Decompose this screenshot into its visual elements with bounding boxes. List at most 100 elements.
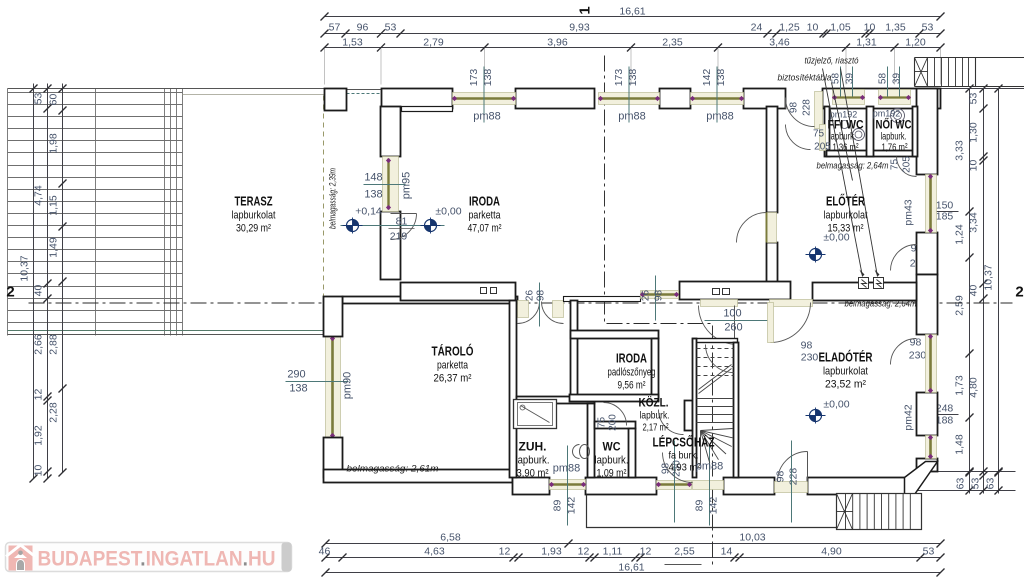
svg-text:188: 188 — [936, 415, 954, 427]
svg-text:IRODA: IRODA — [616, 352, 647, 366]
svg-text:205: 205 — [902, 156, 913, 173]
svg-text:185: 185 — [936, 211, 954, 223]
svg-text:98: 98 — [661, 463, 672, 475]
svg-text:3,90 m²: 3,90 m² — [517, 468, 549, 480]
svg-text:200: 200 — [608, 414, 619, 431]
svg-text:±0,00: ±0,00 — [435, 206, 461, 218]
svg-text:1,30: 1,30 — [968, 122, 980, 143]
svg-text:15,33 m²: 15,33 m² — [828, 223, 864, 235]
svg-text:2: 2 — [1015, 284, 1023, 301]
svg-text:KÖZL.: KÖZL. — [639, 397, 669, 410]
svg-text:2: 2 — [6, 284, 14, 301]
svg-text:belmagasság: 2,64m: belmagasság: 2,64m — [817, 161, 889, 172]
svg-text:14: 14 — [721, 546, 733, 558]
svg-text:pm192: pm192 — [830, 110, 858, 120]
svg-text:12: 12 — [578, 546, 590, 558]
svg-text:228: 228 — [788, 468, 800, 486]
svg-text:2,55: 2,55 — [674, 546, 695, 558]
svg-text:BUDAPEST.INGATLAN.HU: BUDAPEST.INGATLAN.HU — [38, 548, 276, 571]
svg-text:12: 12 — [499, 546, 511, 558]
svg-text:26,37 m²: 26,37 m² — [434, 373, 472, 385]
svg-text:39: 39 — [892, 73, 903, 85]
svg-text:30,29 m²: 30,29 m² — [236, 223, 271, 235]
svg-text:98: 98 — [801, 340, 813, 352]
svg-text:1,25: 1,25 — [779, 22, 800, 34]
svg-text:12: 12 — [640, 546, 652, 558]
svg-text:2,66: 2,66 — [33, 334, 45, 355]
svg-text:58: 58 — [831, 73, 842, 85]
svg-text:lapburk.: lapburk. — [640, 410, 670, 422]
svg-text:290: 290 — [287, 369, 305, 381]
svg-text:230: 230 — [909, 350, 927, 362]
svg-text:pm88: pm88 — [706, 111, 734, 123]
svg-text:3,33: 3,33 — [954, 140, 966, 161]
svg-text:6,58: 6,58 — [440, 532, 461, 544]
svg-text:138: 138 — [715, 69, 727, 87]
svg-text:10: 10 — [807, 22, 819, 34]
svg-text:TÁROLÓ: TÁROLÓ — [432, 344, 474, 359]
svg-text:81: 81 — [396, 216, 408, 228]
svg-text:1,93: 1,93 — [541, 546, 562, 558]
svg-text:205: 205 — [814, 142, 831, 153]
svg-text:belmagasság: 2,61m: belmagasság: 2,61m — [347, 464, 439, 475]
svg-text:142: 142 — [708, 497, 720, 515]
svg-text:4,63: 4,63 — [424, 546, 445, 558]
svg-text:9,93: 9,93 — [569, 22, 590, 34]
svg-text:tűzjelző, riasztó: tűzjelző, riasztó — [805, 56, 860, 67]
svg-text:fa burk.: fa burk. — [669, 450, 699, 462]
svg-text:2,88: 2,88 — [48, 334, 60, 355]
svg-text:148: 148 — [364, 172, 382, 184]
svg-text:53: 53 — [33, 93, 45, 105]
svg-text:lapburk.: lapburk. — [595, 455, 629, 467]
svg-text:53: 53 — [922, 22, 934, 34]
svg-text:NŐI WC: NŐI WC — [876, 119, 912, 132]
svg-text:1,24: 1,24 — [954, 224, 966, 245]
svg-text:230: 230 — [801, 352, 819, 364]
svg-text:IRODA: IRODA — [469, 194, 500, 209]
svg-text:89: 89 — [552, 500, 564, 512]
svg-text:WC: WC — [603, 440, 621, 454]
svg-text:1,73: 1,73 — [954, 375, 966, 396]
svg-text:4,80: 4,80 — [968, 377, 980, 398]
svg-text:142: 142 — [566, 497, 578, 515]
svg-text:ZUH.: ZUH. — [519, 440, 547, 454]
svg-text:53: 53 — [923, 546, 935, 558]
svg-text:2,59: 2,59 — [954, 295, 966, 316]
svg-text:10,03: 10,03 — [739, 532, 765, 544]
svg-text:12: 12 — [33, 389, 45, 401]
svg-text:pm90: pm90 — [342, 372, 354, 400]
svg-text:46: 46 — [319, 546, 331, 558]
svg-text:4,93 m²: 4,93 m² — [669, 462, 701, 474]
svg-text:3,96: 3,96 — [547, 37, 568, 49]
svg-text:3,46: 3,46 — [769, 37, 790, 49]
svg-text:10: 10 — [864, 22, 876, 34]
svg-text:1,53: 1,53 — [342, 37, 363, 49]
svg-text:230: 230 — [672, 460, 683, 477]
svg-text:138: 138 — [289, 383, 307, 395]
svg-text:LÉPCSŐHÁZ: LÉPCSŐHÁZ — [653, 435, 715, 450]
svg-text:lapburkolat: lapburkolat — [824, 210, 868, 222]
svg-text:1,98: 1,98 — [48, 133, 60, 154]
svg-text:57: 57 — [329, 22, 341, 34]
svg-text:1,76 m²: 1,76 m² — [882, 143, 909, 154]
svg-text:biztosítéktábla: biztosítéktábla — [778, 73, 832, 84]
svg-text:173: 173 — [613, 69, 625, 87]
svg-text:TERASZ: TERASZ — [235, 194, 273, 209]
svg-text:75: 75 — [890, 159, 901, 171]
svg-text:lapburk.: lapburk. — [829, 132, 856, 143]
svg-text:248: 248 — [936, 403, 954, 415]
svg-text:23,52 m²: 23,52 m² — [825, 379, 866, 391]
svg-text:pm88: pm88 — [618, 111, 646, 123]
svg-text:1,35: 1,35 — [885, 22, 906, 34]
svg-text:16,61: 16,61 — [618, 562, 644, 574]
svg-text:1,09 m²: 1,09 m² — [597, 468, 627, 480]
svg-text:24: 24 — [751, 22, 763, 34]
svg-text:53: 53 — [968, 93, 980, 105]
svg-text:142: 142 — [701, 69, 713, 87]
svg-text:2,28: 2,28 — [48, 402, 60, 423]
svg-text:98: 98 — [775, 471, 787, 483]
svg-text:FFI WC: FFI WC — [828, 120, 864, 132]
svg-text:219: 219 — [390, 231, 408, 243]
svg-text:16,61: 16,61 — [619, 6, 645, 18]
svg-text:260: 260 — [724, 322, 742, 334]
